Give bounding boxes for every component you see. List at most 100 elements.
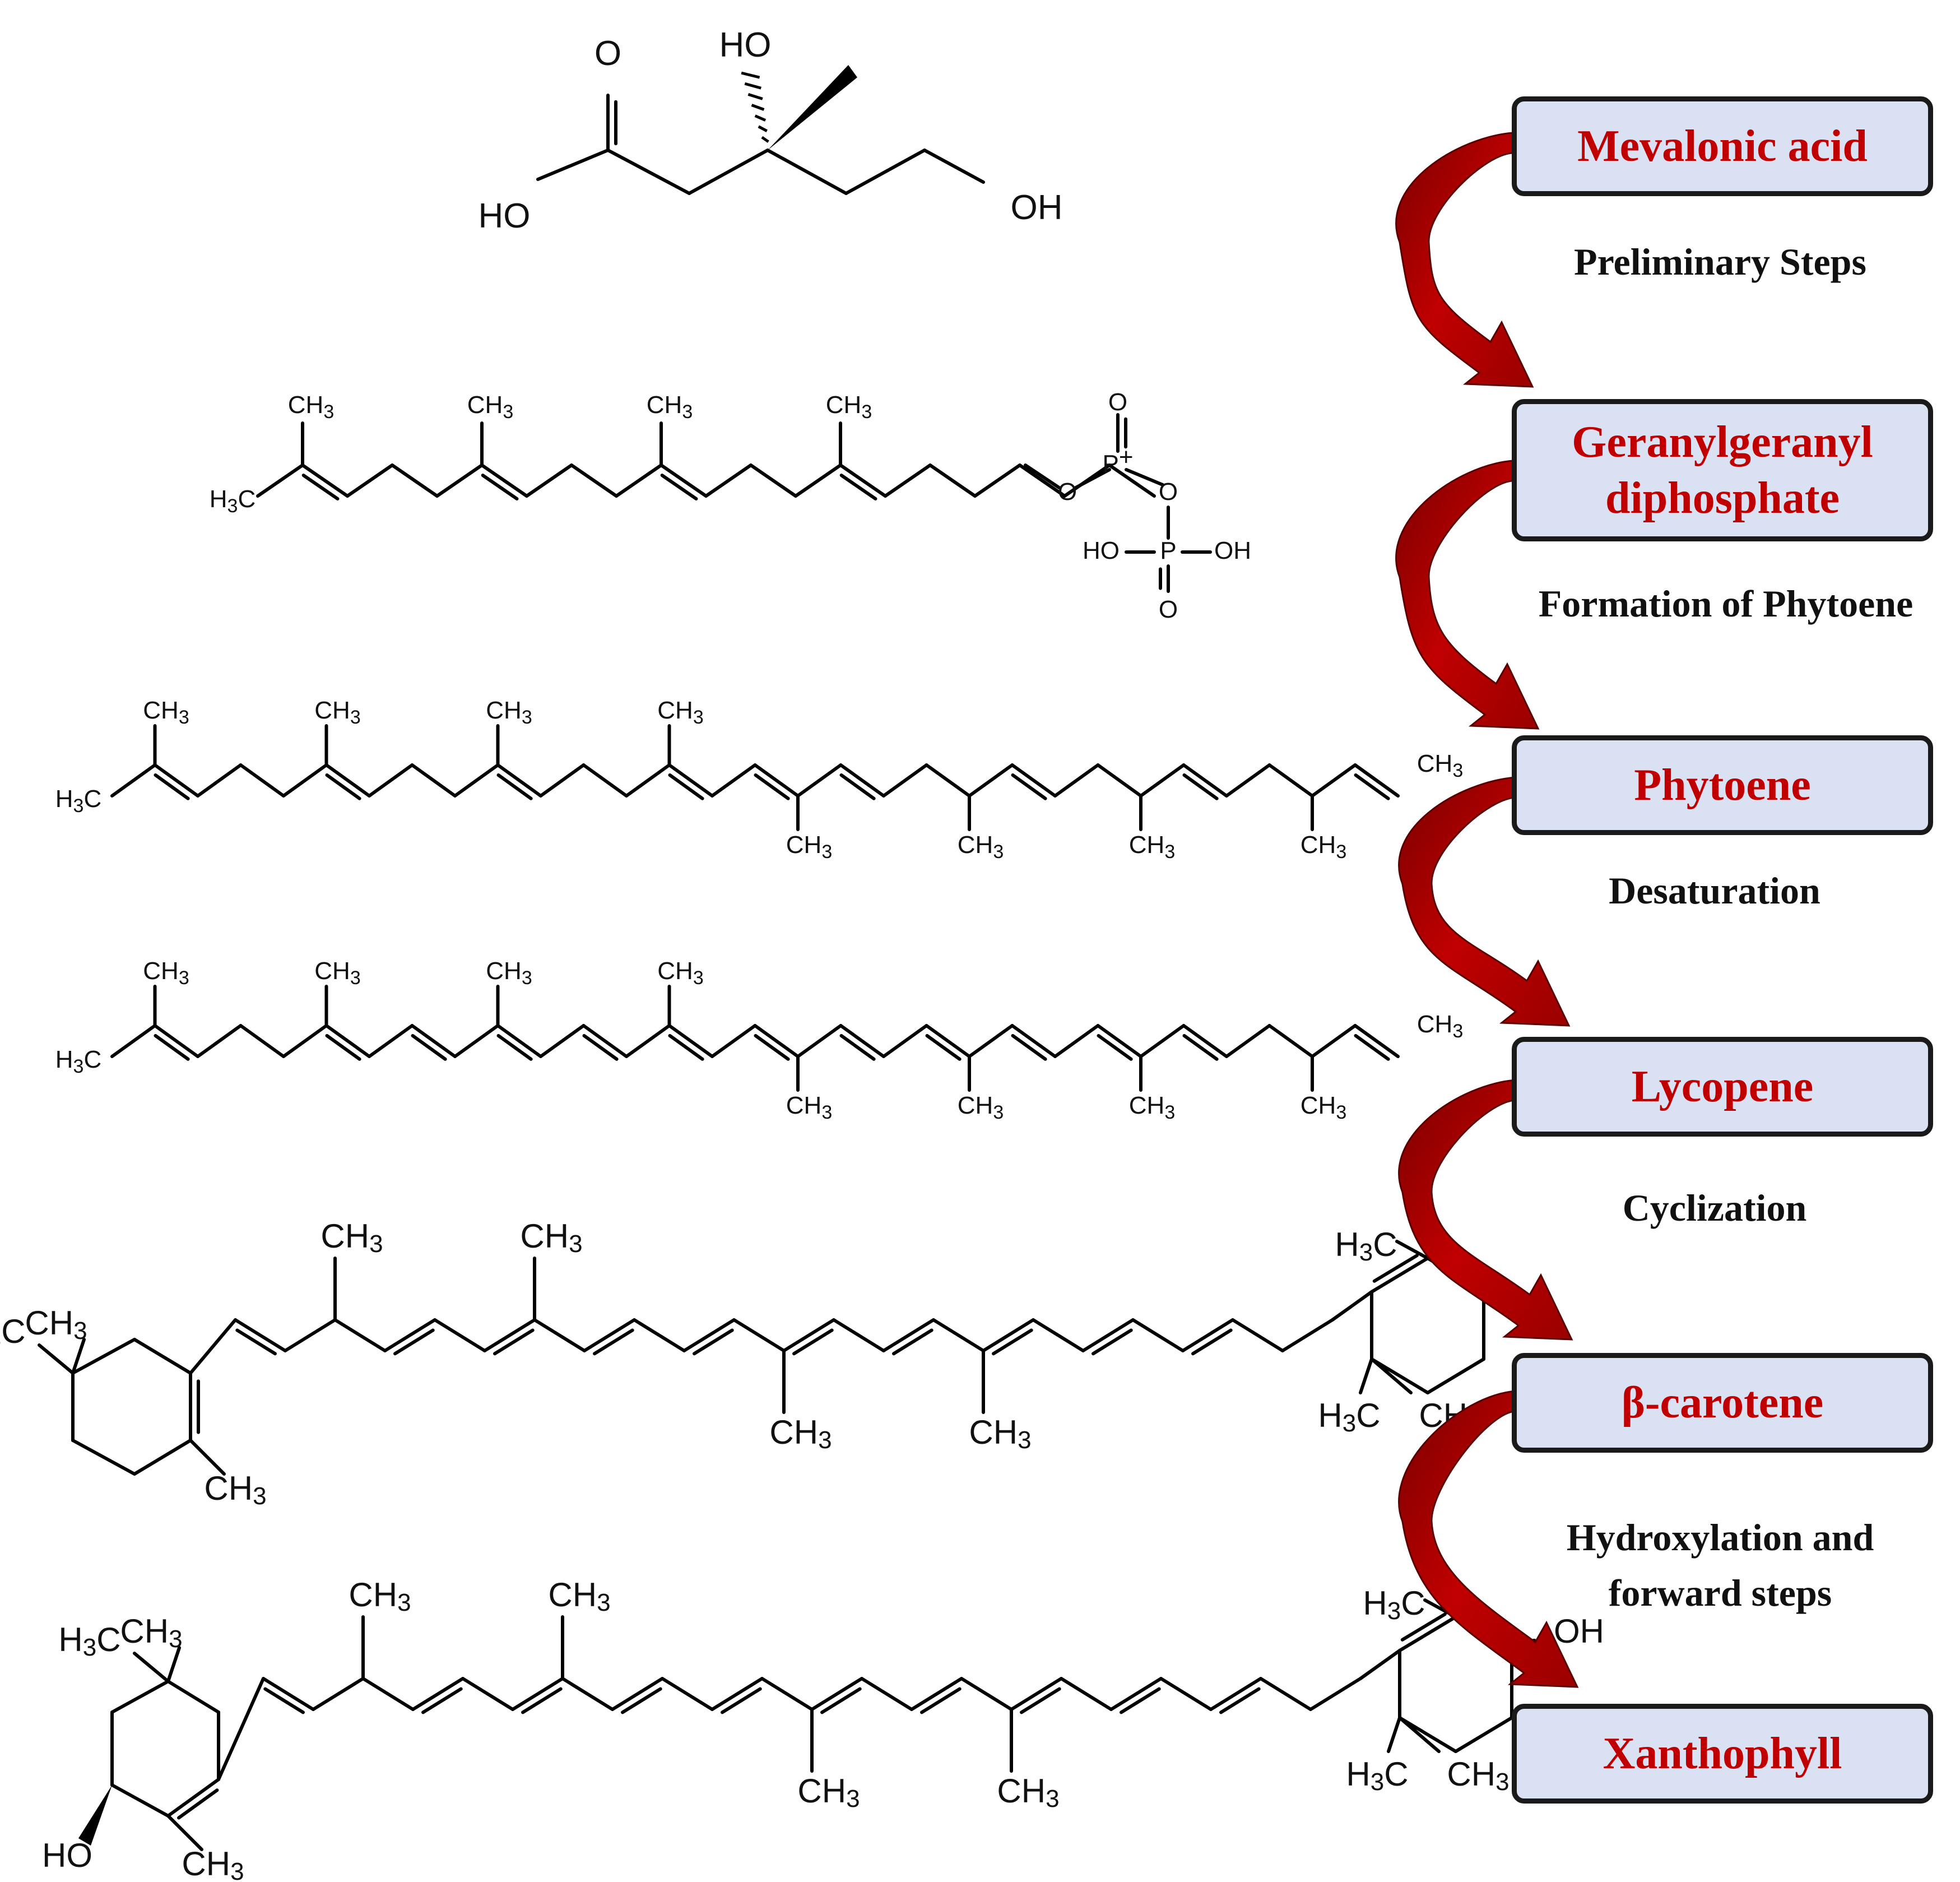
bond xyxy=(493,1328,535,1356)
bond xyxy=(1018,463,1066,498)
bond xyxy=(839,1024,885,1058)
bond xyxy=(582,1024,628,1058)
bond xyxy=(1354,1033,1390,1061)
step-label: Formation of Phytoene xyxy=(1538,582,1913,625)
bond xyxy=(884,463,932,498)
methyl-label: CH3 xyxy=(1301,1092,1346,1123)
node-lycopene: Lycopene xyxy=(1512,1037,1933,1137)
bond xyxy=(110,1680,170,1714)
bond xyxy=(1359,1649,1401,1680)
node-label: Phytoene xyxy=(1634,761,1811,810)
bond xyxy=(1311,1024,1357,1058)
bond xyxy=(882,763,928,798)
bond xyxy=(892,1328,933,1356)
bond xyxy=(1370,1257,1429,1294)
bond xyxy=(839,1033,876,1061)
methyl-label: CH3 xyxy=(969,1413,1031,1454)
bond xyxy=(749,463,797,498)
methyl-label: CH3 xyxy=(548,1576,610,1616)
bond xyxy=(481,474,519,500)
bond xyxy=(925,1033,962,1061)
bond xyxy=(1309,1677,1362,1711)
bond xyxy=(668,1033,704,1061)
bond xyxy=(521,1687,563,1714)
bond xyxy=(282,763,328,798)
bond xyxy=(1053,763,1100,798)
methyl-label: CH3 xyxy=(786,831,832,863)
bond xyxy=(1225,1024,1271,1058)
bond xyxy=(1096,1024,1142,1058)
bond xyxy=(682,1318,736,1352)
methyl-label: H3C xyxy=(1363,1584,1425,1625)
methyl-label: CH3 xyxy=(486,957,532,989)
bond xyxy=(832,1318,885,1352)
atom-label: OH xyxy=(1554,1612,1604,1650)
arrow-desaturation xyxy=(1398,776,1571,1027)
bond xyxy=(421,1687,463,1714)
bond xyxy=(133,1652,170,1683)
methyl-label: CH3 xyxy=(657,957,703,989)
bond xyxy=(410,1024,457,1058)
bond xyxy=(1010,1024,1057,1058)
bond xyxy=(660,474,698,500)
step-cyclization: Cyclization xyxy=(1530,1181,1899,1235)
methyl-label: CH3 xyxy=(1447,1755,1509,1796)
atom-label: O xyxy=(1108,388,1127,416)
bond xyxy=(1108,463,1156,498)
bond xyxy=(391,463,439,498)
methyl-label: H3C xyxy=(1346,1755,1408,1796)
methyl-label: CH3 xyxy=(182,1845,244,1882)
bond xyxy=(839,773,876,800)
bond xyxy=(1353,763,1400,798)
bond xyxy=(582,1033,619,1061)
bond xyxy=(153,763,199,798)
bond xyxy=(1131,1318,1185,1352)
bond xyxy=(882,1318,935,1352)
atom-label: HO xyxy=(1083,537,1120,564)
methyl-label: CH3 xyxy=(826,391,872,423)
bond xyxy=(133,1439,192,1476)
bond xyxy=(561,1677,614,1711)
bond xyxy=(325,1033,361,1061)
bond xyxy=(668,773,704,800)
bond xyxy=(1331,1290,1373,1322)
bond xyxy=(38,1343,75,1375)
bond xyxy=(920,1687,962,1714)
bond xyxy=(239,763,285,798)
bond xyxy=(1120,1687,1161,1714)
bond xyxy=(539,1024,586,1058)
methyl-label: CH3 xyxy=(467,391,513,423)
methyl-label: H3C xyxy=(1335,1226,1397,1266)
bond xyxy=(1092,1328,1133,1356)
bond xyxy=(410,763,457,798)
methyl-label: CH3 xyxy=(120,1612,182,1653)
methyl-label: CH3 xyxy=(1417,750,1463,781)
step-formation-of-phytoene: Formation of Phytoene xyxy=(1496,577,1956,631)
node-label: Geranylgeranyl diphosphate xyxy=(1572,418,1873,523)
bond xyxy=(480,463,528,498)
bond xyxy=(1182,1024,1228,1058)
bond xyxy=(1182,1033,1219,1061)
bond xyxy=(1398,1716,1457,1753)
bond xyxy=(1096,763,1142,798)
bond xyxy=(621,1687,662,1714)
hash-bond xyxy=(758,125,768,132)
bond xyxy=(1024,463,1061,489)
bond xyxy=(1181,1318,1234,1352)
bond xyxy=(154,773,190,800)
bond xyxy=(923,149,985,184)
bond xyxy=(71,1338,136,1375)
bond xyxy=(153,1024,199,1058)
hash-bond xyxy=(761,136,769,143)
bond xyxy=(782,1318,835,1352)
bond xyxy=(582,763,628,798)
methyl-label: CH3 xyxy=(786,1092,832,1123)
bond xyxy=(844,149,926,195)
hash-bond xyxy=(751,104,765,111)
methyl-label: CH3 xyxy=(997,1772,1059,1813)
bond xyxy=(110,1783,170,1818)
bond xyxy=(166,1646,181,1683)
bond xyxy=(383,1318,436,1352)
bond xyxy=(796,1024,843,1058)
bond xyxy=(368,1024,414,1058)
